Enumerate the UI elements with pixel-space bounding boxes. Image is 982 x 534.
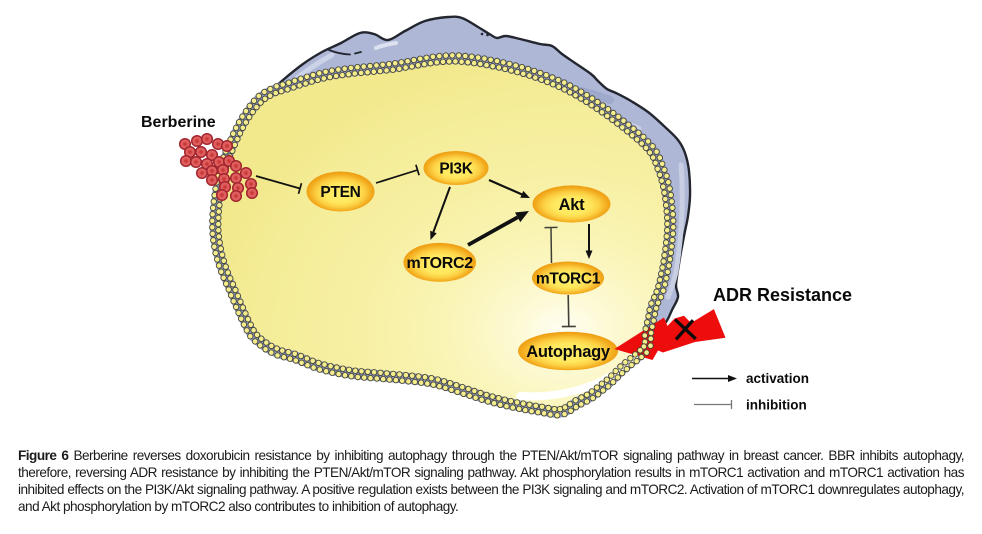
svg-text:mTORC2: mTORC2 (407, 255, 474, 272)
svg-text:PI3K: PI3K (439, 161, 473, 178)
svg-text:Berberine: Berberine (141, 114, 216, 131)
svg-text:activation: activation (746, 371, 809, 386)
svg-text:Akt: Akt (559, 196, 585, 214)
svg-text:Autophagy: Autophagy (526, 343, 611, 361)
svg-text:inhibition: inhibition (746, 398, 807, 413)
svg-text:mTORC1: mTORC1 (536, 271, 601, 288)
svg-text:PTEN: PTEN (320, 184, 360, 201)
svg-text:ADR Resistance: ADR Resistance (713, 285, 852, 305)
